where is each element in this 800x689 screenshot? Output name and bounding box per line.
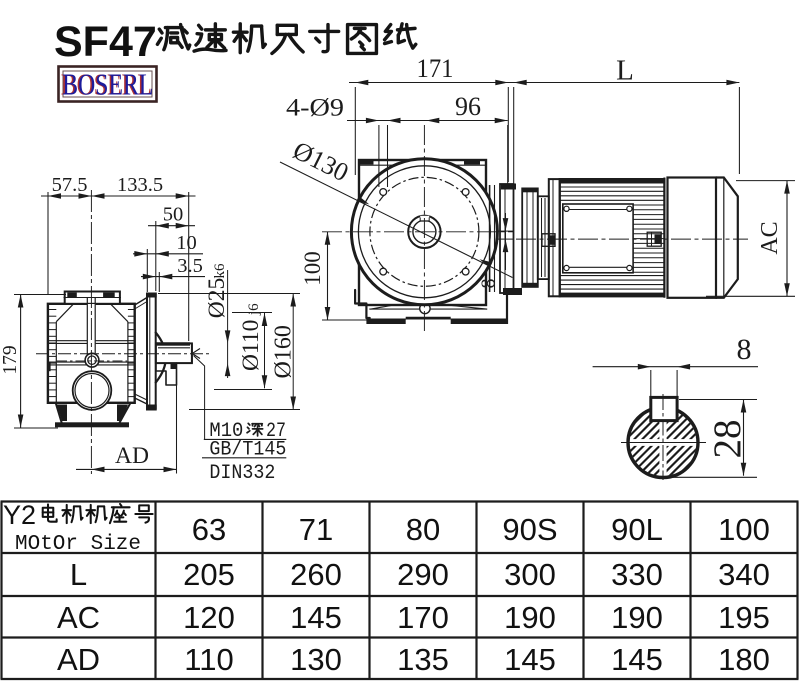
svg-text:k6: k6 [212, 263, 228, 279]
svg-text:340: 340 [718, 557, 770, 592]
svg-text:110: 110 [184, 642, 233, 677]
svg-text:120: 120 [183, 600, 235, 635]
svg-text:100: 100 [718, 512, 770, 547]
svg-text:100: 100 [300, 251, 325, 286]
svg-text:50: 50 [163, 204, 184, 226]
svg-text:145: 145 [611, 642, 663, 677]
svg-text:AD: AD [115, 443, 149, 469]
svg-text:SF47: SF47 [54, 18, 157, 66]
svg-text:90L: 90L [611, 512, 663, 547]
svg-text:Ø25: Ø25 [204, 278, 230, 318]
svg-text:90S: 90S [502, 512, 557, 547]
svg-text:290: 290 [397, 557, 449, 592]
svg-text:L: L [70, 557, 87, 592]
svg-text:330: 330 [611, 557, 663, 592]
svg-text:180: 180 [718, 642, 770, 677]
svg-text:130: 130 [290, 642, 342, 677]
svg-text:195: 195 [718, 600, 770, 635]
svg-text:190: 190 [611, 600, 663, 635]
svg-text:8: 8 [478, 279, 500, 289]
svg-text:27: 27 [266, 420, 286, 443]
svg-text:170: 170 [397, 600, 449, 635]
svg-text:145: 145 [504, 642, 556, 677]
svg-text:Ø110: Ø110 [238, 320, 264, 371]
svg-text:L: L [616, 55, 634, 87]
svg-text:10: 10 [176, 232, 197, 254]
svg-text:133.5: 133.5 [117, 174, 163, 196]
svg-text:57.5: 57.5 [52, 174, 88, 196]
svg-text:MOtOr Size: MOtOr Size [15, 533, 141, 556]
svg-text:71: 71 [299, 512, 333, 547]
svg-text:145: 145 [290, 600, 342, 635]
svg-text:190: 190 [504, 600, 556, 635]
svg-text:96: 96 [455, 92, 481, 121]
svg-text:28: 28 [706, 420, 749, 459]
svg-text:63: 63 [192, 512, 226, 547]
svg-text:4-Ø9: 4-Ø9 [286, 95, 344, 122]
svg-text:AC: AC [57, 600, 100, 635]
svg-text:205: 205 [183, 557, 235, 592]
svg-text:j6: j6 [246, 303, 262, 316]
svg-text:AC: AC [757, 221, 783, 254]
svg-text:M10: M10 [209, 420, 243, 443]
svg-text:Ø160: Ø160 [271, 325, 297, 378]
svg-text:300: 300 [504, 557, 556, 592]
svg-text:3.5: 3.5 [177, 255, 203, 277]
svg-text:171: 171 [417, 53, 454, 83]
svg-text:BOSERL: BOSERL [61, 67, 152, 102]
svg-text:DIN332: DIN332 [209, 462, 275, 485]
svg-text:8: 8 [737, 333, 752, 366]
svg-text:135: 135 [397, 642, 449, 677]
svg-text:Y2: Y2 [3, 500, 36, 530]
svg-text:80: 80 [406, 512, 440, 547]
svg-text:179: 179 [0, 345, 21, 374]
svg-text:GB/T145: GB/T145 [209, 439, 286, 462]
svg-text:260: 260 [290, 557, 342, 592]
svg-text:BOSERL: BOSERL [62, 67, 153, 102]
svg-text:AD: AD [57, 642, 100, 677]
